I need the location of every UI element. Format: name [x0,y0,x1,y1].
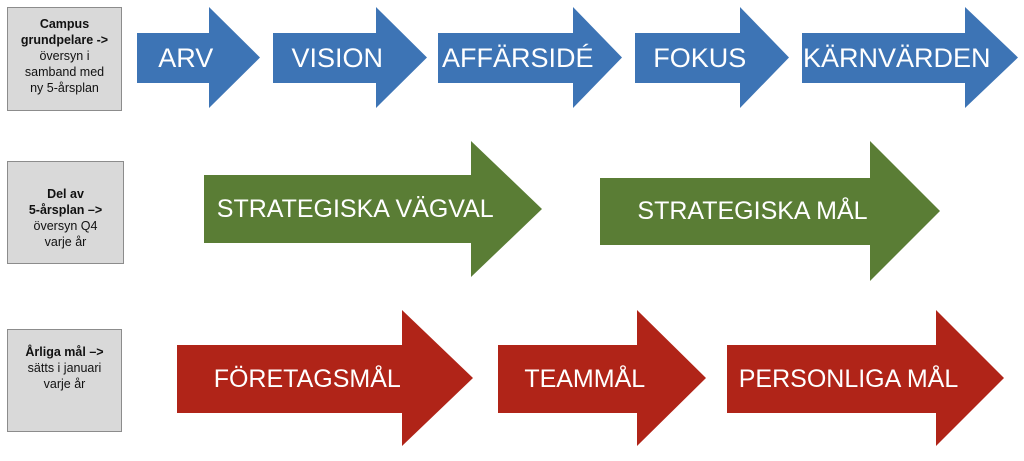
arrow-shape [204,141,542,277]
arrow-shape [137,7,260,108]
arrow-label: AFFÄRSIDÉ [441,42,594,73]
arrow-shape [177,310,473,446]
arrow-label: PERSONLIGA MÅL [738,364,959,393]
arrow-label: FÖRETAGSMÅL [213,364,401,393]
label-bold-2: 5-årsplan –> [28,203,103,217]
label-text-2: samband med [24,65,105,79]
label-bold-1: Del av [47,187,84,201]
arrow-shape [498,310,706,446]
row-label-campus-grundpelare: Campus grundpelare -> översyn i samband … [7,7,122,111]
label-text-1: översyn Q4 [33,219,98,233]
arrow-label: FOKUS [653,42,747,73]
arrow-shape [802,7,1018,108]
arrow-label: STRATEGISKA MÅL [637,197,868,225]
arrow-shape [727,310,1004,446]
label-text-3: ny 5-årsplan [30,81,99,95]
label-bold-1: Årliga mål –> [25,345,104,359]
arrow-shape [273,7,427,108]
arrow-shape [635,7,789,108]
arrow-label: VISION [291,42,384,73]
arrow-shape [438,7,622,108]
arrow-shape [600,141,940,281]
label-text-1: sätts i januari [27,361,102,375]
label-text-2: varje år [43,377,86,391]
arrow-label: ARV [158,42,214,73]
arrow-label: STRATEGISKA VÄGVAL [216,194,494,223]
label-text-2: varje år [44,235,87,249]
label-text-1: översyn i [39,49,90,63]
row-label-5-arsplan: Del av 5-årsplan –> översyn Q4 varje år [7,161,124,264]
row-label-arliga-mal: Årliga mål –> sätts i januari varje år [7,329,122,432]
label-bold-2: grundpelare -> [20,33,109,47]
arrow-label: KÄRNVÄRDEN [802,42,991,73]
arrow-label: TEAMMÅL [524,364,646,393]
label-bold-1: Campus [39,17,90,31]
